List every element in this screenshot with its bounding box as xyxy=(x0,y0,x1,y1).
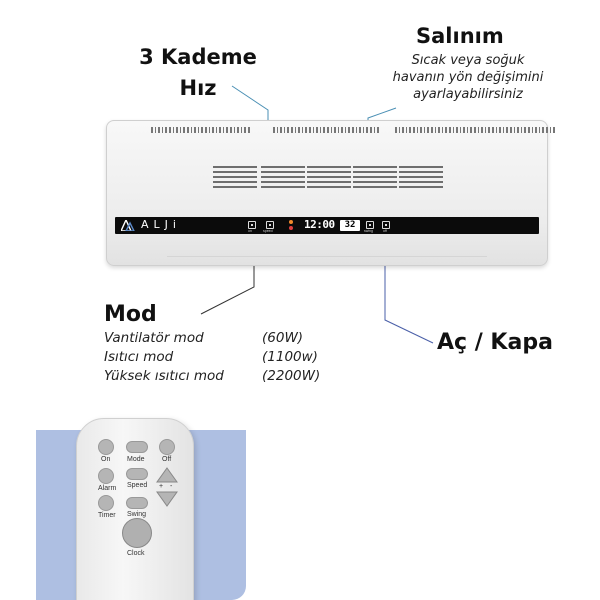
remote-on-button[interactable] xyxy=(98,439,114,455)
unit-off-label: off xyxy=(383,229,387,233)
mode-row: Yüksek ısıtıcı mod (2200W) xyxy=(104,367,320,386)
mode-row-power: (2200W) xyxy=(262,368,321,384)
air-vent-2 xyxy=(261,166,305,190)
air-vent-5 xyxy=(399,166,443,190)
unit-off-button[interactable] xyxy=(382,221,390,229)
mode-row-name: Yüksek ısıtıcı mod xyxy=(104,368,224,384)
air-vent-3 xyxy=(307,166,351,190)
mode-list: Vantilatör mod (60W) Isıtıcı mod (1100w)… xyxy=(104,329,320,386)
remote-alarm-button[interactable] xyxy=(98,468,114,484)
unit-speed-button[interactable] xyxy=(266,221,274,229)
top-grill-right xyxy=(395,127,555,133)
remote-clock-label: Clock xyxy=(127,550,145,557)
indicator-orange-icon xyxy=(289,220,293,224)
indicator-red-icon xyxy=(289,226,293,230)
mode-callout-title: Mod xyxy=(104,302,157,327)
remote-alarm-label: Alarm xyxy=(98,485,117,492)
remote-speed-button[interactable] xyxy=(126,468,148,480)
heater-unit: ALJi on speed 12:00 32 swing off xyxy=(106,120,555,266)
mode-row-name: Vantilatör mod xyxy=(104,330,204,346)
remote-on-label: On xyxy=(101,456,111,463)
remote-mode-label: Mode xyxy=(127,456,145,463)
remote-off-label: Off xyxy=(162,456,172,463)
brand-logo-icon xyxy=(121,220,135,231)
remote-plus-label: + xyxy=(159,483,164,490)
unit-on-button[interactable] xyxy=(248,221,256,229)
power-callout-title: Aç / Kapa xyxy=(437,330,553,355)
swing-desc-line3: ayarlayabilirsiniz xyxy=(413,87,523,102)
mode-row: Vantilatör mod (60W) xyxy=(104,329,320,348)
unit-swing-label: swing xyxy=(364,229,373,233)
top-grill-center xyxy=(273,127,379,133)
remote-swing-button[interactable] xyxy=(126,497,148,509)
unit-bottom-lip xyxy=(167,256,487,261)
swing-callout-desc: Sıcak veya soğuk havanın yön değişimini … xyxy=(362,52,574,103)
remote-down-arrow-icon[interactable] xyxy=(156,491,178,507)
remote-timer-label: Timer xyxy=(98,512,116,519)
display-time: 12:00 xyxy=(304,218,335,231)
speed-callout-line1: 3 Kademe xyxy=(139,45,257,69)
swing-desc-line2: havanın yön değişimini xyxy=(392,70,544,85)
unit-on-label: on xyxy=(248,229,252,233)
swing-desc-line1: Sıcak veya soğuk xyxy=(411,53,525,68)
unit-speed-label: speed xyxy=(263,229,273,233)
mode-row-name: Isıtıcı mod xyxy=(104,349,174,365)
remote-timer-button[interactable] xyxy=(98,495,114,511)
remote-speed-label: Speed xyxy=(127,482,148,489)
mode-row-power: (60W) xyxy=(262,330,304,346)
unit-swing-button[interactable] xyxy=(366,221,374,229)
mode-row-power: (1100w) xyxy=(262,349,318,365)
remote-up-arrow-icon[interactable] xyxy=(156,467,178,483)
remote-mode-button[interactable] xyxy=(126,441,148,453)
remote-swing-label: Swing xyxy=(127,511,147,518)
brand-name: ALJi xyxy=(141,218,181,231)
air-vent-1 xyxy=(213,166,257,190)
remote-minus-label: - xyxy=(170,483,173,490)
speed-callout-title: 3 Kademe Hız xyxy=(128,42,268,104)
air-vent-4 xyxy=(353,166,397,190)
top-grill-left xyxy=(151,127,250,133)
remote-control: On Mode Off Alarm Speed Timer Swing + - … xyxy=(76,418,194,600)
mode-row: Isıtıcı mod (1100w) xyxy=(104,348,320,367)
display-temperature: 32 xyxy=(340,220,360,231)
swing-callout-title: Salınım xyxy=(416,24,504,48)
remote-clock-button[interactable] xyxy=(122,518,152,548)
speed-callout-line2: Hız xyxy=(179,76,217,100)
control-band: ALJi on speed 12:00 32 swing off xyxy=(115,217,539,234)
remote-off-button[interactable] xyxy=(159,439,175,455)
